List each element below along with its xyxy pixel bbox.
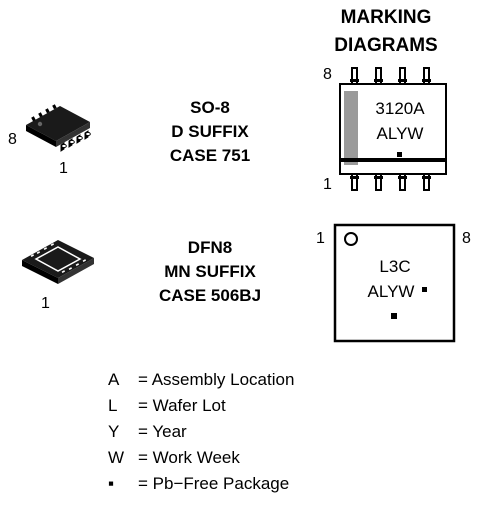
so8-marking-diagram — [339, 67, 447, 191]
dfn8-package-label: DFN8 MN SUFFIX CASE 506BJ — [130, 236, 290, 308]
dfn8-marking-pin1-label: 1 — [316, 230, 325, 247]
legend-row-y: Y = Year — [108, 419, 408, 445]
legend-key: W — [108, 448, 125, 467]
legend-key: Y — [108, 422, 120, 441]
so8-name: SO-8 — [190, 98, 230, 117]
marking-title-line1: MARKING — [340, 7, 432, 28]
so8-pin1-label: 1 — [59, 160, 68, 177]
so8-suffix: D SUFFIX — [171, 122, 249, 141]
legend-desc: = Work Week — [138, 448, 240, 467]
legend-row-a: A = Assembly Location — [108, 367, 408, 393]
so8-package-label: SO-8 D SUFFIX CASE 751 — [130, 96, 290, 168]
legend-desc: = Assembly Location — [138, 370, 295, 389]
marking-title-line2: DIAGRAMS — [334, 35, 438, 56]
so8-marking-pin8-label: 8 — [323, 66, 332, 83]
dfn8-marking-text: L3C ALYW — [350, 254, 440, 304]
legend-key: A — [108, 370, 120, 389]
legend-row-w: W = Work Week — [108, 445, 408, 471]
dfn8-name: DFN8 — [187, 238, 233, 257]
dfn8-package-image — [22, 240, 94, 284]
legend-desc: = Year — [138, 422, 187, 441]
legend: A = Assembly Location L = Wafer Lot Y = … — [108, 367, 408, 497]
dfn8-marking-line2: ALYW — [367, 282, 415, 301]
so8-marking-line1: 3120A — [375, 99, 425, 118]
so8-case: CASE 751 — [169, 146, 251, 165]
so8-marking-text: 3120A ALYW — [360, 96, 440, 146]
legend-row-l: L = Wafer Lot — [108, 393, 408, 419]
dfn8-case: CASE 506BJ — [158, 286, 262, 305]
so8-pin8-label: 8 — [8, 131, 17, 148]
so8-marking-line2: ALYW — [376, 124, 424, 143]
so8-marking-pin1-label: 1 — [323, 176, 332, 193]
legend-desc: = Pb−Free Package — [138, 474, 290, 493]
legend-key: L — [108, 396, 118, 415]
legend-desc: = Wafer Lot — [138, 396, 226, 415]
dfn8-marking-diagram — [333, 223, 456, 343]
dfn8-suffix: MN SUFFIX — [164, 262, 256, 281]
legend-row-dot: ▪ = Pb−Free Package — [108, 471, 408, 497]
dfn8-marking-pin8-label: 8 — [462, 230, 471, 247]
dfn8-marking-line1: L3C — [379, 257, 411, 276]
dfn8-pin1-label: 1 — [41, 295, 50, 312]
so8-package-image — [26, 104, 91, 152]
legend-key-dot: ▪ — [108, 474, 115, 493]
marking-diagrams-title: MARKING DIAGRAMS — [318, 4, 454, 60]
